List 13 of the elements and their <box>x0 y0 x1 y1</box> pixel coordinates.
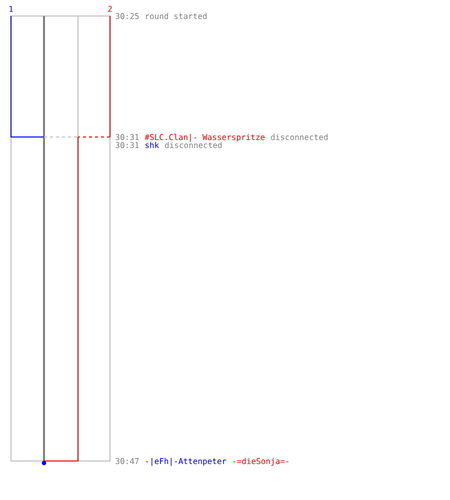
event-text: round started <box>146 12 207 20</box>
team-number: 1 <box>10 6 13 12</box>
event-text: disconnected <box>165 142 222 148</box>
player-name: #SLC.Clan|- Wasserspritze <box>144 134 265 142</box>
player-name: -=dieSonja=- <box>233 458 288 466</box>
timestamp: 30:25 <box>116 13 139 20</box>
timestamp: 30:31 <box>116 134 139 140</box>
timestamp: 30:31 <box>116 142 139 148</box>
team-number: 2 <box>108 6 112 12</box>
player-name: shk <box>146 142 159 148</box>
player-name: -|eFh|-Attenpeter <box>146 458 226 466</box>
timestamp: 30:47 <box>116 458 139 464</box>
event-text: disconnected <box>270 134 328 140</box>
